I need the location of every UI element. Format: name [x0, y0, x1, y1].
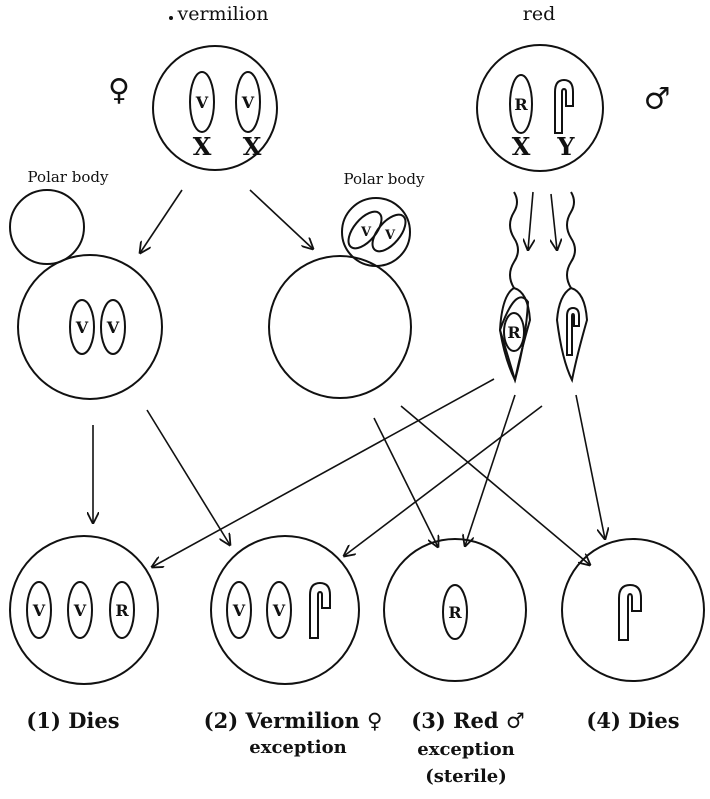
chromosome-v: V — [32, 601, 46, 620]
chromosome-r: R — [448, 603, 462, 622]
chromosome-v: V — [384, 228, 396, 243]
polar-body-label-right: Polar body — [344, 170, 425, 188]
polar-body-label-left: Polar body — [28, 168, 109, 186]
egg-xx — [17, 254, 163, 400]
chromosome-v: V — [232, 601, 246, 620]
chromosome-v: V — [75, 318, 89, 337]
offspring-3-caption: (3) Red ♂ — [411, 708, 524, 733]
chromosome-v: V — [360, 225, 372, 240]
chromosome-r: R — [115, 601, 129, 620]
female-parent-label: vermilion — [177, 3, 269, 25]
chromosome-v: V — [73, 601, 87, 620]
sperm-x — [498, 191, 532, 384]
chromosome-r: R — [514, 95, 528, 114]
male-parent-cell — [476, 44, 604, 172]
offspring-3-caption: (sterile) — [425, 766, 507, 787]
y-chromosome — [554, 78, 574, 134]
female-symbol: ♀ — [108, 73, 130, 108]
sperm-x-chromosome — [503, 312, 525, 352]
offspring-4-caption: (4) Dies — [586, 708, 679, 733]
polar-body-right — [341, 197, 411, 267]
female-parent-cell — [152, 45, 278, 171]
sperm-y — [555, 191, 589, 384]
male-symbol: ♂ — [644, 82, 671, 117]
offspring-1-caption: (1) Dies — [26, 708, 119, 733]
sex-chromosome-y: Y — [556, 132, 575, 161]
offspring-1-cell — [9, 535, 159, 685]
male-parent-label: red — [523, 3, 556, 25]
sex-chromosome-x: X — [512, 132, 531, 161]
chromosome-v: V — [241, 93, 255, 112]
offspring-4-cell — [561, 538, 705, 682]
chromosome-v: V — [272, 601, 286, 620]
chromosome-v: V — [106, 318, 120, 337]
offspring-2-cell — [210, 535, 360, 685]
arrows — [93, 189, 605, 567]
chromosome-v: V — [195, 93, 209, 112]
polar-body-left — [9, 189, 85, 265]
offspring-3-cell — [383, 538, 527, 682]
egg-empty — [268, 255, 412, 399]
offspring-2-caption: (2) Vermilion ♀ — [204, 708, 383, 733]
sex-chromosome-x: X — [243, 132, 262, 161]
offspring-2-caption: exception — [249, 737, 346, 758]
sex-chromosome-x: X — [193, 132, 212, 161]
sperm-chromosome-r: R — [507, 323, 521, 342]
decorative-dot — [169, 16, 173, 20]
offspring-3-caption: exception — [417, 739, 514, 760]
